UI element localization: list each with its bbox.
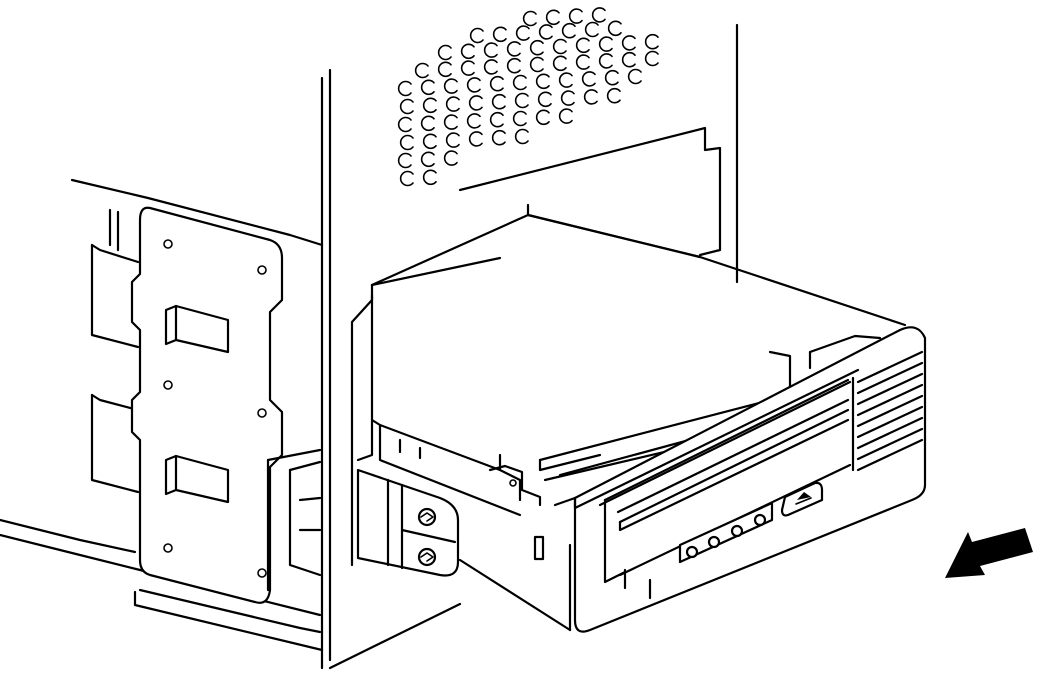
- vent-hole: [535, 109, 550, 126]
- vent-hole: [422, 169, 437, 186]
- vent-hole: [443, 114, 458, 130]
- vent-hole: [414, 62, 429, 79]
- vent-hole: [420, 79, 435, 96]
- vent-hole: [537, 91, 552, 108]
- vent-hole: [514, 128, 529, 145]
- vent-hole: [538, 24, 553, 40]
- vent-hole: [399, 98, 414, 115]
- vent-hole: [558, 108, 573, 124]
- vent-hole: [583, 89, 598, 105]
- vent-hole: [512, 74, 527, 91]
- vent-hole: [469, 27, 484, 44]
- vent-hole: [491, 129, 506, 146]
- vent-hole: [512, 110, 527, 127]
- mounting-bracket: [130, 206, 284, 604]
- vent-hole: [420, 151, 435, 168]
- vent-hole: [468, 131, 483, 147]
- vent-hole: [552, 38, 567, 55]
- vent-hole: [466, 77, 481, 93]
- vent-hole: [514, 92, 529, 109]
- vent-hole: [460, 60, 475, 76]
- vent-hole: [515, 25, 530, 41]
- vent-hole: [422, 97, 437, 114]
- grille-slat: [856, 361, 924, 395]
- vent-hole: [604, 69, 619, 86]
- grille-slat: [856, 438, 924, 472]
- grille-slat: [856, 383, 924, 417]
- vent-hole: [443, 150, 458, 166]
- vent-holes: [397, 7, 659, 187]
- vent-hole: [443, 78, 458, 94]
- vent-hole: [598, 36, 613, 52]
- vent-hole: [397, 116, 412, 133]
- vent-hole: [437, 44, 452, 61]
- grille-slat: [856, 350, 924, 384]
- vent-hole: [445, 96, 460, 112]
- vent-hole: [568, 8, 583, 24]
- vent-hole: [529, 56, 544, 73]
- tape-drive: [356, 213, 907, 632]
- chassis-back-panel: [458, 23, 739, 284]
- vent-hole: [575, 37, 590, 54]
- vent-hole: [522, 10, 537, 27]
- vent-hole: [460, 43, 475, 60]
- vent-hole: [558, 72, 573, 88]
- insertion-arrow-icon: [945, 528, 1033, 578]
- vent-hole: [397, 80, 412, 97]
- vent-hole: [397, 152, 412, 169]
- vent-hole: [445, 132, 460, 148]
- vent-hole: [437, 61, 452, 78]
- vent-hole: [552, 55, 567, 72]
- vent-hole: [607, 20, 622, 37]
- vent-hole: [466, 113, 481, 129]
- vent-hole: [598, 53, 613, 69]
- vent-hole: [581, 71, 596, 87]
- vent-hole: [399, 134, 414, 151]
- vent-hole: [420, 115, 435, 132]
- vent-hole: [606, 87, 621, 104]
- vent-hole: [483, 42, 498, 58]
- vent-hole: [489, 111, 504, 128]
- vent-hole: [591, 7, 606, 23]
- vent-hole: [489, 75, 504, 92]
- grille-slat: [856, 427, 924, 461]
- vent-hole: [422, 133, 437, 150]
- drive-bezel: [573, 326, 927, 633]
- vent-hole: [529, 39, 544, 56]
- vent-hole: [399, 170, 414, 187]
- vent-hole: [621, 51, 636, 68]
- grille-slat: [856, 372, 924, 406]
- vent-hole: [621, 35, 636, 51]
- vent-hole: [491, 93, 506, 110]
- vent-hole: [506, 41, 521, 57]
- vent-hole: [506, 57, 521, 74]
- vent-hole: [483, 59, 498, 75]
- eject-icon: [780, 481, 824, 517]
- vent-hole: [560, 90, 575, 106]
- grille-slat: [856, 405, 924, 439]
- chassis-left-side: [0, 68, 332, 670]
- vent-hole: [545, 9, 560, 26]
- vent-hole: [468, 95, 483, 111]
- vent-hole: [561, 22, 576, 39]
- grille-slat: [856, 394, 924, 428]
- vent-hole: [644, 50, 659, 67]
- vent-hole: [627, 68, 642, 85]
- vent-hole: [644, 33, 659, 50]
- vent-hole: [535, 73, 550, 90]
- grille-slat: [856, 416, 924, 450]
- chassis-front-frame: [266, 256, 502, 670]
- bezel-grille: [856, 350, 924, 472]
- vent-hole: [584, 21, 599, 38]
- vent-hole: [492, 26, 507, 43]
- vent-hole: [575, 54, 590, 70]
